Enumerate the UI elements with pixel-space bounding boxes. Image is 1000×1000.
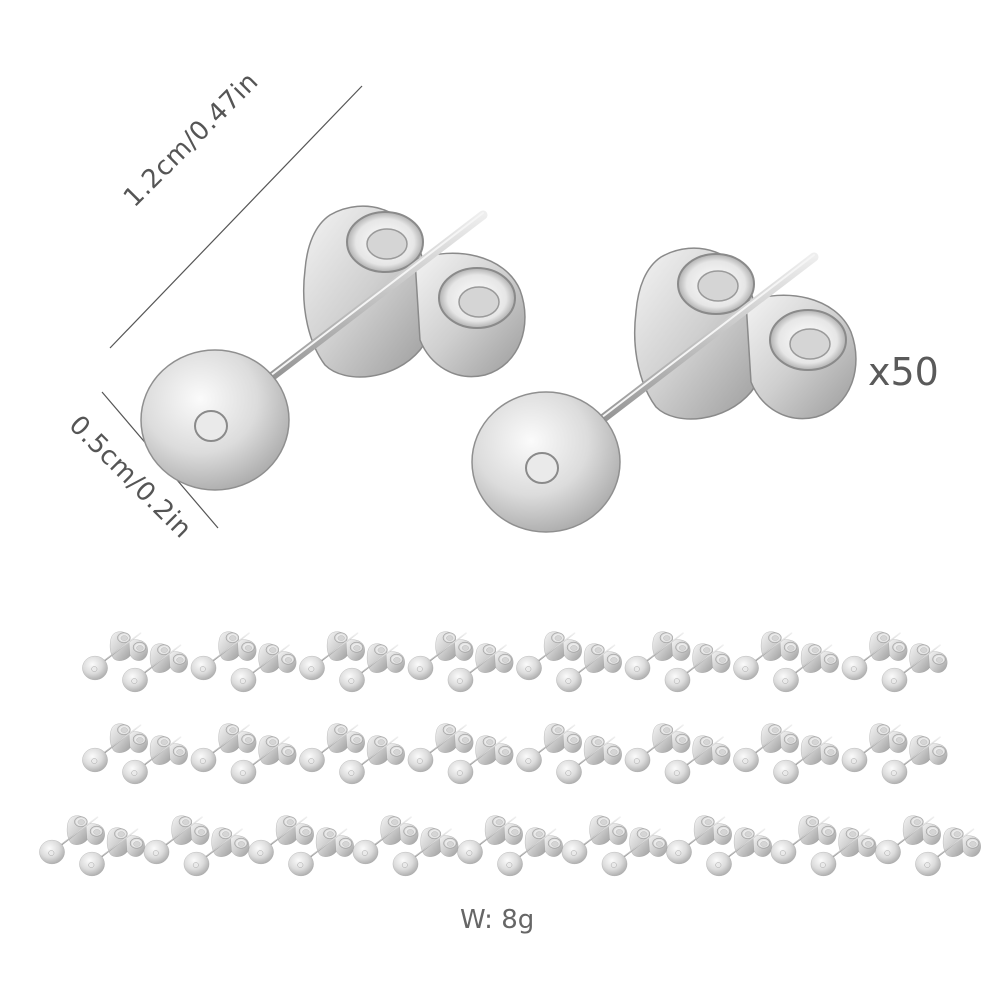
earring-pair-thumbnail [733, 632, 838, 692]
earring-pair-thumbnail [299, 724, 404, 784]
length-dimension-line [109, 85, 363, 349]
earring-large-right [472, 248, 856, 532]
weight-label: W: 8g [460, 905, 535, 935]
earring-pair-thumbnail [82, 724, 187, 784]
earring-pair-thumbnail [666, 816, 771, 876]
earring-pair-thumbnail [39, 816, 144, 876]
earring-pair-thumbnail [625, 724, 730, 784]
earring-pair-thumbnail [516, 724, 621, 784]
earring-pair-thumbnail [842, 632, 947, 692]
earring-pair-thumbnail [842, 724, 947, 784]
earring-pair-thumbnail [191, 724, 296, 784]
earring-pair-thumbnail [353, 816, 458, 876]
earring-pair-thumbnail [771, 816, 876, 876]
earring-thumbnail-grid [39, 632, 980, 876]
earring-pair-thumbnail [625, 632, 730, 692]
earring-pair-thumbnail [516, 632, 621, 692]
earring-pair-thumbnail [875, 816, 980, 876]
earring-pair-thumbnail [248, 816, 353, 876]
earring-pair-thumbnail [191, 632, 296, 692]
earring-pair-thumbnail [82, 632, 187, 692]
earring-pair-thumbnail [408, 724, 513, 784]
earring-pair-thumbnail [457, 816, 562, 876]
earring-pair-thumbnail [562, 816, 667, 876]
quantity-label: x50 [868, 350, 939, 394]
earring-pair-thumbnail [733, 724, 838, 784]
earring-large-left [141, 206, 525, 490]
earring-pair-thumbnail [299, 632, 404, 692]
earring-pair-thumbnail [408, 632, 513, 692]
earring-pair-thumbnail [144, 816, 249, 876]
